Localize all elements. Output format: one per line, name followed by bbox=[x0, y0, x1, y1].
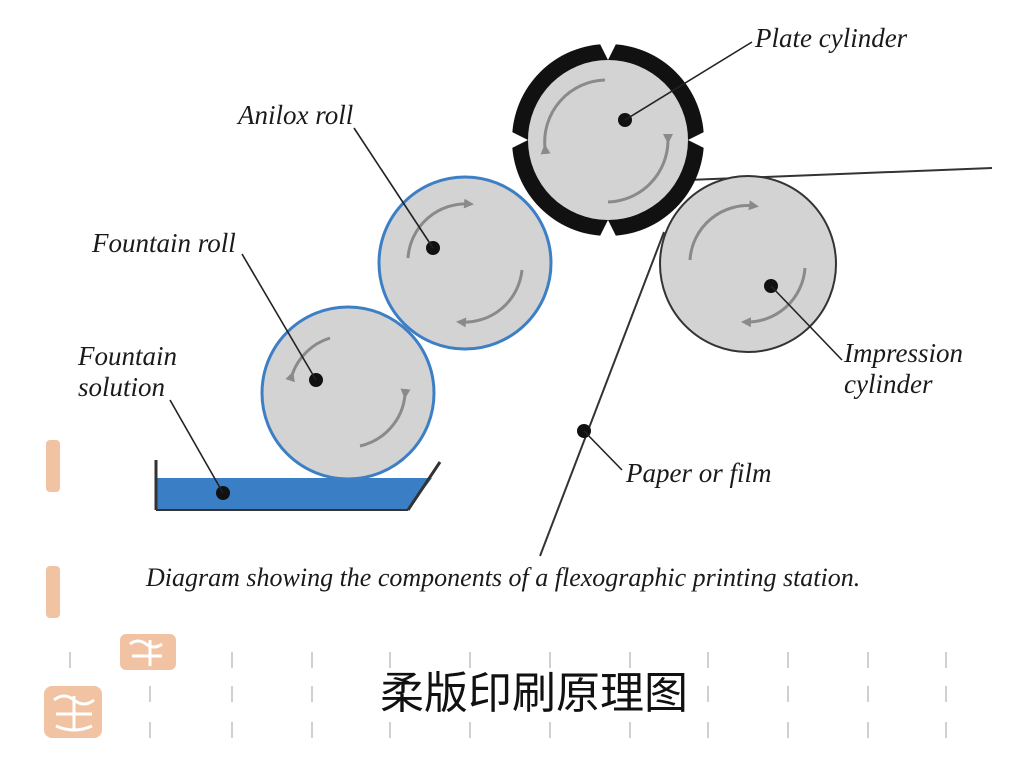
rotation-arrow-icon bbox=[688, 200, 759, 261]
label-paper-or-film: Paper or film bbox=[625, 458, 772, 488]
rotation-arrow-icon bbox=[359, 388, 411, 448]
fountain-solution-tray bbox=[154, 460, 442, 511]
rotation-arrow-icon bbox=[741, 267, 807, 328]
slide-title: 柔版印刷原理图 bbox=[380, 668, 688, 719]
label-fountain-roll: Fountain roll bbox=[91, 228, 236, 258]
rotation-arrow-icon bbox=[406, 198, 474, 259]
label-impression-cylinder-line2: cylinder bbox=[844, 369, 933, 399]
leader-lines bbox=[169, 41, 843, 494]
rotation-arrow-icon bbox=[607, 133, 674, 204]
seal-stamp-large bbox=[44, 686, 102, 738]
label-anilox-roll: Anilox roll bbox=[236, 100, 353, 130]
seal-stamp-small bbox=[120, 634, 176, 670]
label-fountain-solution-line2: solution bbox=[78, 372, 165, 402]
rotation-arrow-icon bbox=[456, 269, 524, 328]
rotation-arrow-icon bbox=[540, 78, 606, 155]
diagram-caption: Diagram showing the components of a flex… bbox=[145, 563, 860, 592]
seal-stamp-top bbox=[46, 440, 60, 492]
anilox-roll bbox=[377, 175, 553, 351]
label-impression-cylinder-line1: Impression bbox=[843, 338, 963, 368]
plate-cylinder bbox=[512, 44, 704, 236]
label-fountain-solution-line1: Fountain bbox=[77, 341, 177, 371]
label-plate-cylinder: Plate cylinder bbox=[754, 23, 908, 53]
rotation-arrow-icon bbox=[285, 336, 331, 383]
fountain-roll bbox=[260, 305, 436, 481]
background-guides bbox=[69, 652, 947, 738]
seal-stamp-middle bbox=[46, 566, 60, 618]
